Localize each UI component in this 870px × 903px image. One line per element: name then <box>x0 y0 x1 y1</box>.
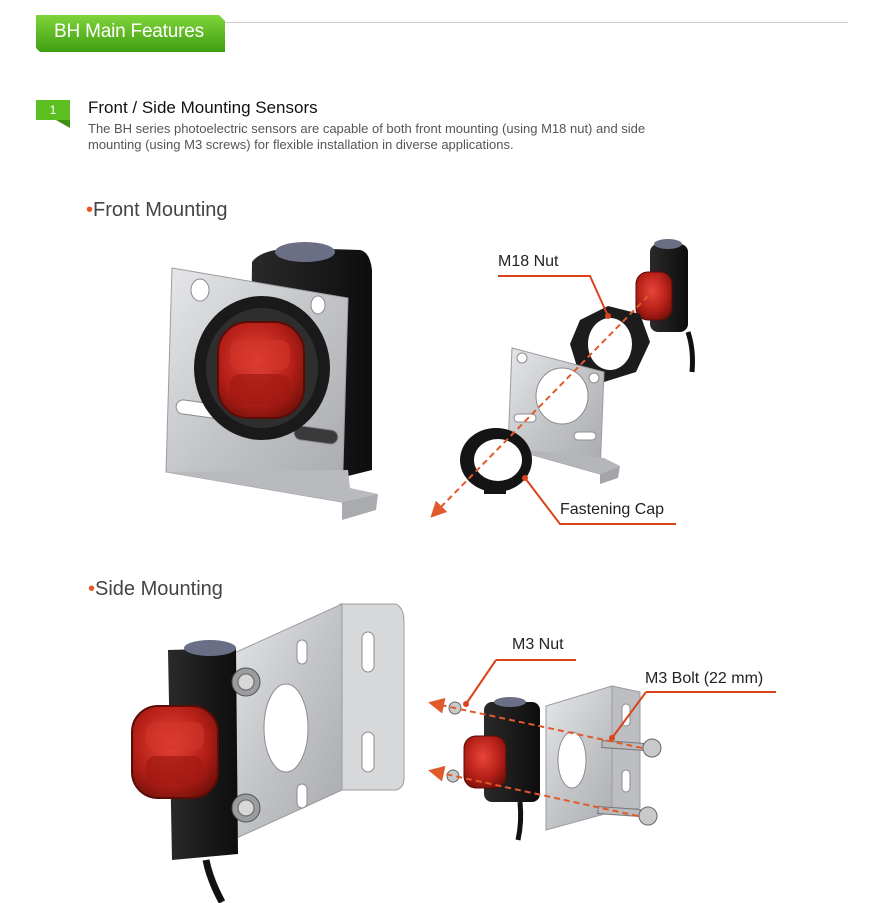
header-tag: BH Main Features <box>36 15 225 52</box>
side-assembled-sensor <box>131 603 405 903</box>
callout-fastening-cap: Fastening Cap <box>560 501 665 518</box>
callout-m3-nut: M3 Nut <box>512 636 564 653</box>
callout-m3-bolt: M3 Bolt (22 mm) <box>645 670 764 687</box>
section-number-badge: 1 <box>36 100 70 128</box>
side-mounting-heading: •Side Mounting <box>88 578 223 601</box>
header-tag-shape <box>36 15 225 52</box>
bullet-dot-icon: • <box>88 578 96 600</box>
section-number: 1 <box>49 103 57 117</box>
front-mounting-heading-text: Front Mounting <box>93 199 228 221</box>
side-mounting-heading-text: Side Mounting <box>95 578 223 600</box>
section-number-shape <box>36 100 70 128</box>
section-description: The BH series photoelectric sensors are … <box>88 121 646 152</box>
header-divider <box>36 22 848 23</box>
bullet-dot-icon: • <box>86 199 94 221</box>
header-title: BH Main Features <box>54 21 204 42</box>
callout-m18-nut: M18 Nut <box>498 253 559 270</box>
front-assembled-sensor <box>165 242 378 520</box>
front-mounting-heading: •Front Mounting <box>86 199 228 222</box>
front-exploded-view <box>430 239 695 525</box>
section-title: Front / Side Mounting Sensors <box>88 98 318 117</box>
side-exploded-view <box>428 659 776 841</box>
